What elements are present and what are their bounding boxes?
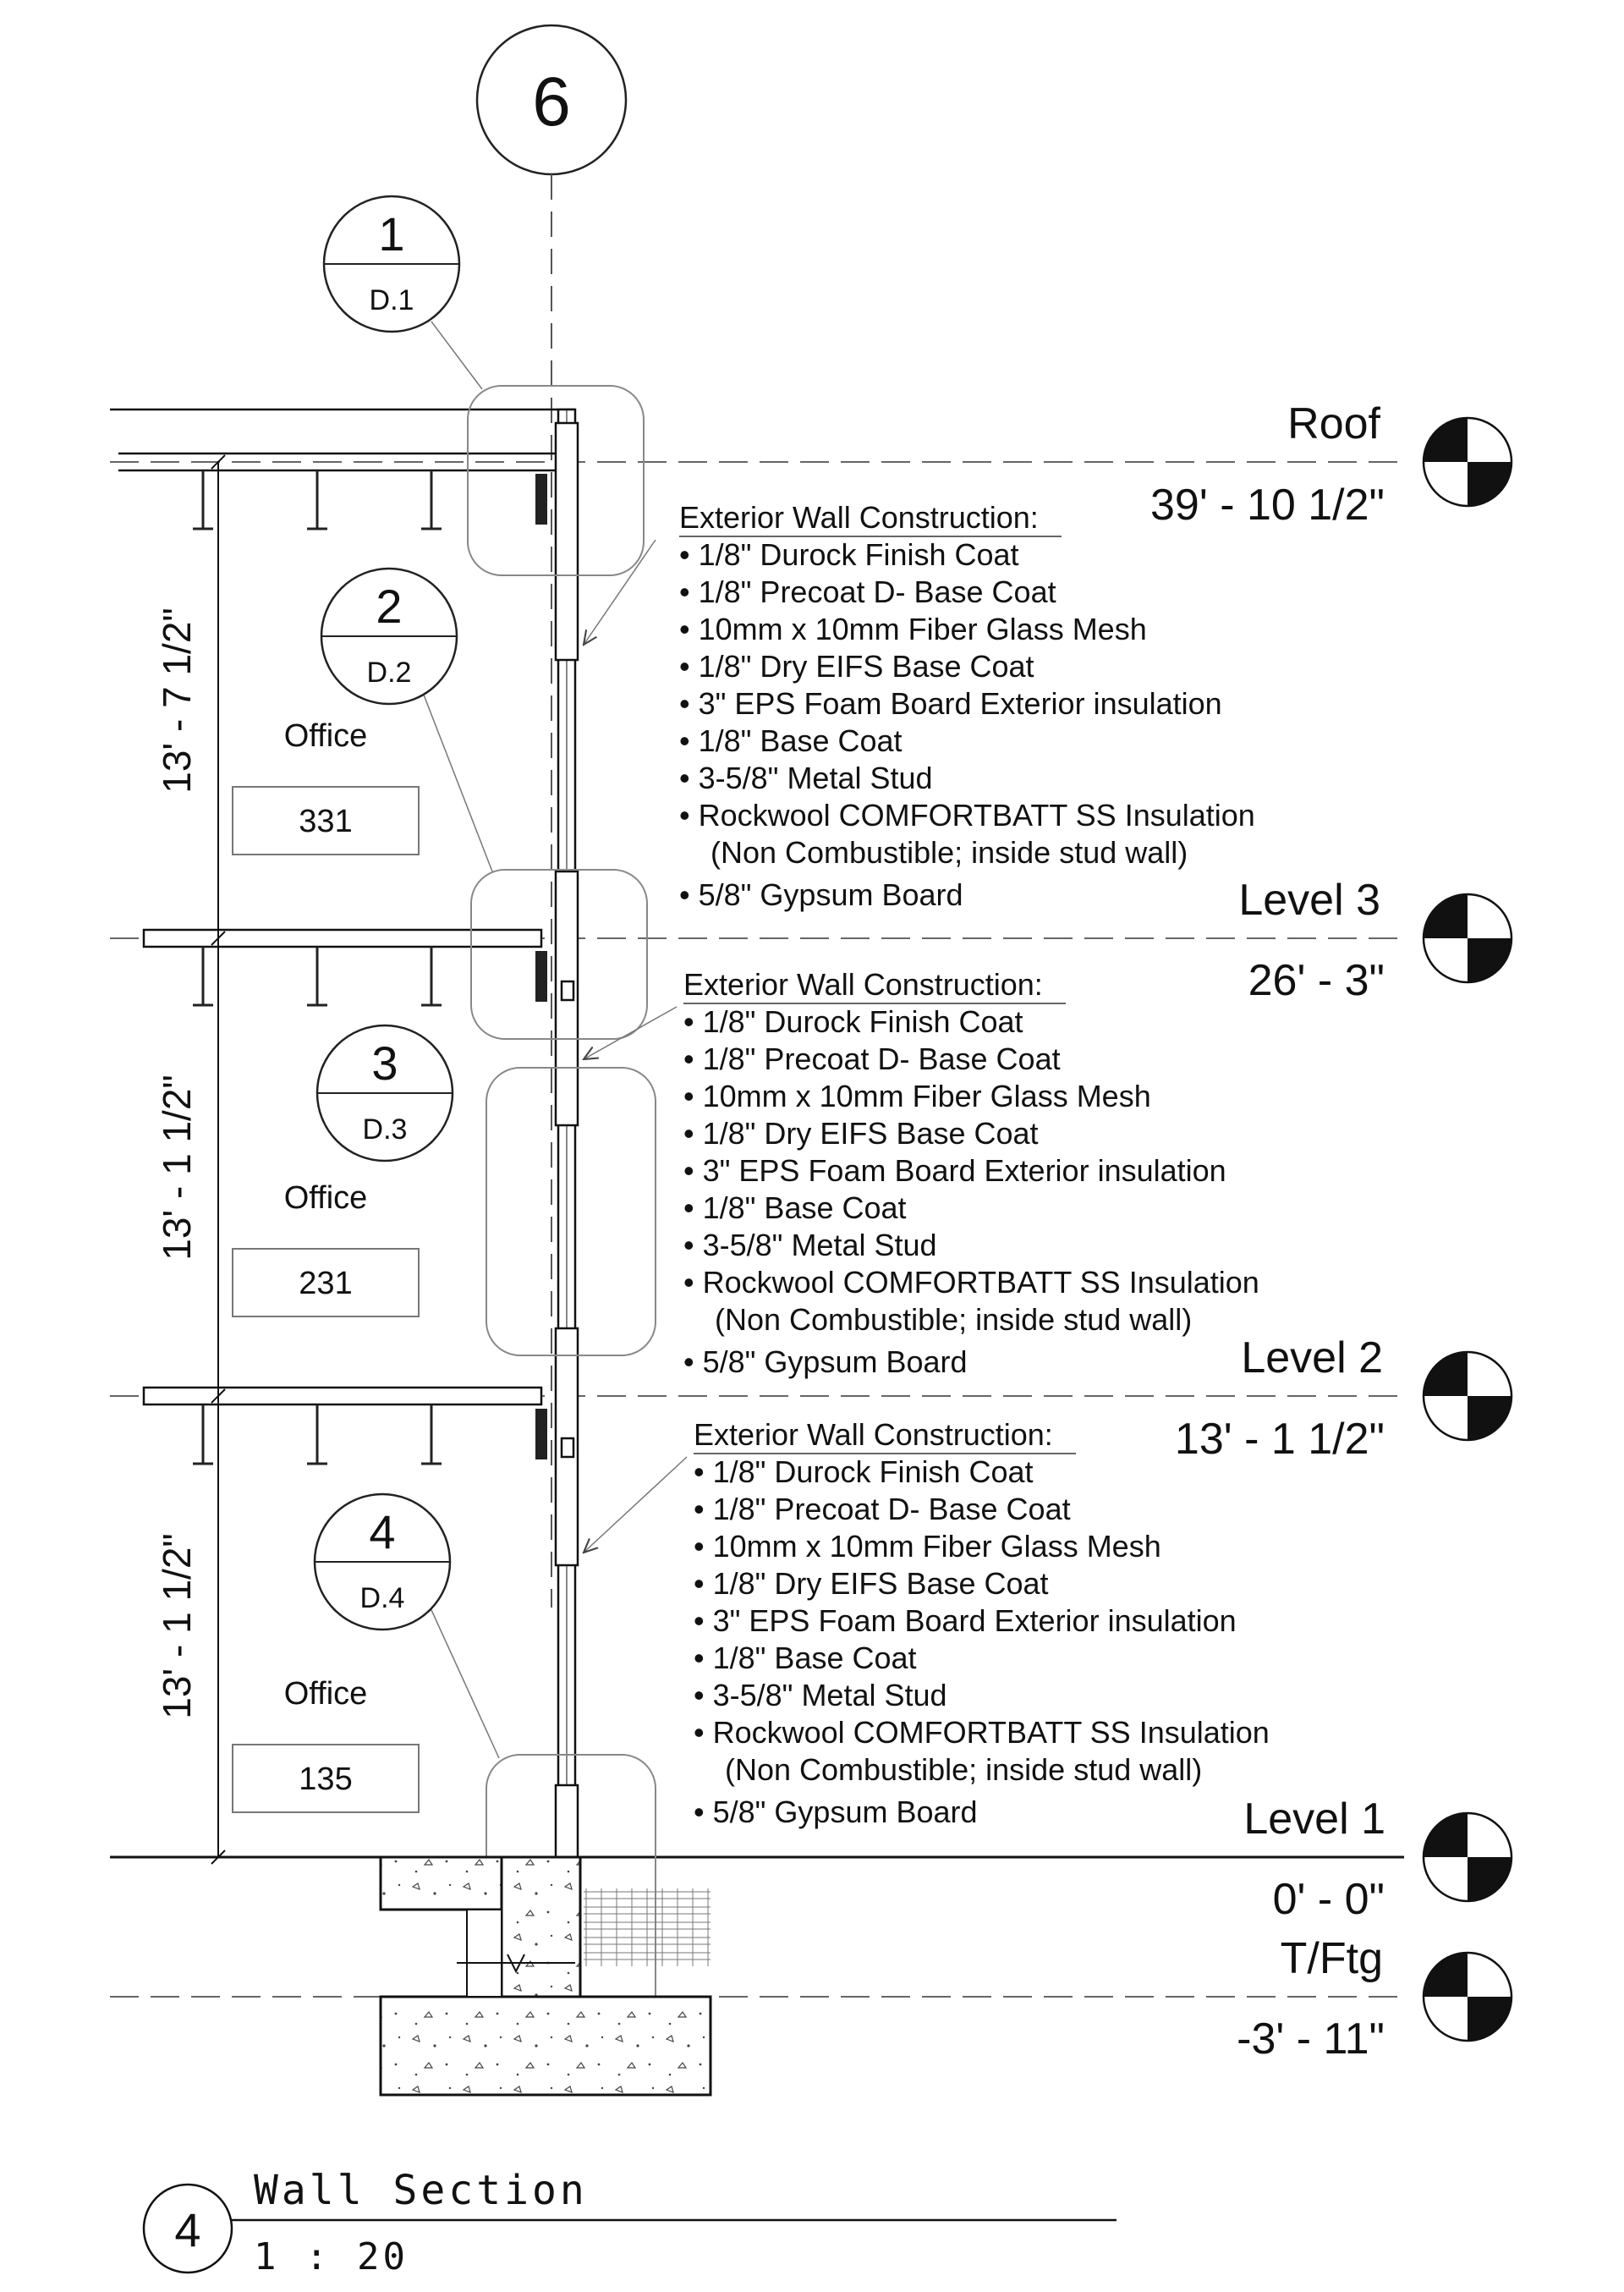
floor-slabs xyxy=(142,928,543,1406)
foundation xyxy=(379,1855,712,2097)
room-tag-231[interactable]: Office 231 xyxy=(232,1180,420,1317)
note-item: • 1/8" Precoat D- Base Coat xyxy=(683,1042,1061,1076)
note-item: • 1/8" Precoat D- Base Coat xyxy=(694,1492,1071,1526)
wall-note-level-2: Exterior Wall Construction: • 1/8" Duroc… xyxy=(683,967,1259,1379)
level-elev-tftg: -3' - 11" xyxy=(1237,2014,1385,2064)
note-item: • 3-5/8" Metal Stud xyxy=(679,761,933,795)
grid-bubble-label: 6 xyxy=(532,63,571,140)
callout-2-number: 2 xyxy=(376,580,402,633)
dimension-level2-level3: 13' - 1 1/2" xyxy=(155,1075,199,1260)
dimension-level1-level2: 13' - 1 1/2" xyxy=(155,1533,199,1718)
callout-1-number: 1 xyxy=(378,207,404,261)
level-labels: Roof 39' - 10 1/2" Level 3 26' - 3" Leve… xyxy=(1150,399,1385,2064)
callout-1-sheet: D.1 xyxy=(370,284,414,316)
note-item: • 3" EPS Foam Board Exterior insulation xyxy=(694,1603,1237,1638)
note-item: (Non Combustible; inside stud wall) xyxy=(725,1752,1202,1787)
room-tag-135[interactable]: Office 135 xyxy=(232,1676,420,1813)
level-name-2: Level 2 xyxy=(1241,1333,1383,1382)
detail-callout-3[interactable]: 3 D.3 xyxy=(315,1024,454,1162)
note-leaders xyxy=(584,539,688,1553)
level-datums xyxy=(1422,416,1513,2042)
note-heading: Exterior Wall Construction: xyxy=(683,967,1043,1002)
note-item: • 3-5/8" Metal Stud xyxy=(694,1678,947,1712)
level-name-1: Level 1 xyxy=(1243,1795,1385,1844)
level-elev-3: 26' - 3" xyxy=(1248,956,1385,1005)
note-item: • 10mm x 10mm Fiber Glass Mesh xyxy=(679,612,1147,646)
note-heading: Exterior Wall Construction: xyxy=(694,1417,1053,1452)
view-name: Wall Section xyxy=(254,2167,588,2214)
note-item: • 3-5/8" Metal Stud xyxy=(683,1228,937,1262)
wall-note-level-1: Exterior Wall Construction: • 1/8" Duroc… xyxy=(694,1417,1270,1829)
note-item: • 1/8" Precoat D- Base Coat xyxy=(679,574,1056,609)
note-item: • 1/8" Dry EIFS Base Coat xyxy=(683,1116,1039,1151)
vertical-dimensions xyxy=(211,454,226,1865)
note-item: • 3" EPS Foam Board Exterior insulation xyxy=(683,1153,1226,1188)
detail-callout-1[interactable]: 1 D.1 xyxy=(322,195,461,333)
note-item: • 1/8" Durock Finish Coat xyxy=(679,537,1019,572)
datum-roof xyxy=(1422,416,1513,508)
note-item: • 5/8" Gypsum Board xyxy=(679,877,963,912)
grid-line-6: 6 xyxy=(475,24,628,1608)
roof-edge xyxy=(110,408,575,472)
ceiling-hangers xyxy=(193,470,442,1465)
exterior-wall xyxy=(554,408,579,1859)
callout-4-number: 4 xyxy=(369,1505,395,1558)
room-number: 135 xyxy=(299,1762,352,1797)
note-item: • 1/8" Base Coat xyxy=(683,1190,907,1225)
datum-level-2 xyxy=(1422,1350,1513,1442)
room-number: 331 xyxy=(299,804,352,839)
datum-tftg xyxy=(1422,1951,1513,2042)
level-elev-2: 13' - 1 1/2" xyxy=(1175,1415,1385,1464)
level-elev-1: 0' - 0" xyxy=(1273,1875,1385,1924)
room-name: Office xyxy=(284,1180,368,1216)
note-item: • 1/8" Dry EIFS Base Coat xyxy=(679,649,1034,684)
room-name: Office xyxy=(284,718,368,754)
note-item: • Rockwool COMFORTBATT SS Insulation xyxy=(694,1715,1270,1750)
callout-3-sheet: D.3 xyxy=(363,1113,408,1146)
datum-level-1 xyxy=(1422,1811,1513,1903)
callout-3-number: 3 xyxy=(371,1036,398,1090)
callout-4-sheet: D.4 xyxy=(360,1582,405,1614)
note-item: • 1/8" Durock Finish Coat xyxy=(683,1004,1023,1039)
level-name-roof: Roof xyxy=(1287,399,1380,448)
note-heading: Exterior Wall Construction: xyxy=(679,500,1039,535)
level-name-3: Level 3 xyxy=(1238,876,1380,925)
wall-note-level-3: Exterior Wall Construction: • 1/8" Duroc… xyxy=(679,500,1255,912)
note-item: • 10mm x 10mm Fiber Glass Mesh xyxy=(694,1529,1161,1564)
note-item: • 5/8" Gypsum Board xyxy=(694,1795,978,1829)
dimension-level3-roof: 13' - 7 1/2" xyxy=(155,607,199,793)
callout-2-sheet: D.2 xyxy=(367,657,412,689)
note-item: • 1/8" Base Coat xyxy=(694,1641,917,1675)
datum-level-3 xyxy=(1422,893,1513,984)
note-item: (Non Combustible; inside stud wall) xyxy=(710,835,1188,870)
level-elev-roof: 39' - 10 1/2" xyxy=(1150,481,1385,530)
room-number: 231 xyxy=(299,1266,352,1301)
detail-callout-2[interactable]: 2 D.2 xyxy=(320,567,458,706)
view-number: 4 xyxy=(174,2203,200,2256)
note-item: • 1/8" Dry EIFS Base Coat xyxy=(694,1566,1049,1601)
note-item: • Rockwool COMFORTBATT SS Insulation xyxy=(679,798,1255,833)
level-name-tftg: T/Ftg xyxy=(1281,1934,1383,1983)
room-name: Office xyxy=(284,1676,368,1712)
note-item: • 1/8" Base Coat xyxy=(679,723,903,758)
note-item: (Non Combustible; inside stud wall) xyxy=(715,1302,1192,1337)
room-tag-331[interactable]: Office 331 xyxy=(232,718,420,855)
note-item: • 1/8" Durock Finish Coat xyxy=(694,1454,1034,1489)
note-item: • Rockwool COMFORTBATT SS Insulation xyxy=(683,1265,1259,1300)
note-item: • 3" EPS Foam Board Exterior insulation xyxy=(679,686,1222,721)
detail-callout-4[interactable]: 4 D.4 xyxy=(313,1492,452,1631)
view-scale: 1 : 20 xyxy=(254,2235,409,2278)
steel-beams xyxy=(535,474,547,1459)
view-title: 4 Wall Section 1 : 20 xyxy=(142,2167,1116,2278)
note-item: • 10mm x 10mm Fiber Glass Mesh xyxy=(683,1079,1151,1113)
note-item: • 5/8" Gypsum Board xyxy=(683,1344,968,1379)
dimension-labels: 13' - 7 1/2" 13' - 1 1/2" 13' - 1 1/2" xyxy=(155,607,199,1718)
